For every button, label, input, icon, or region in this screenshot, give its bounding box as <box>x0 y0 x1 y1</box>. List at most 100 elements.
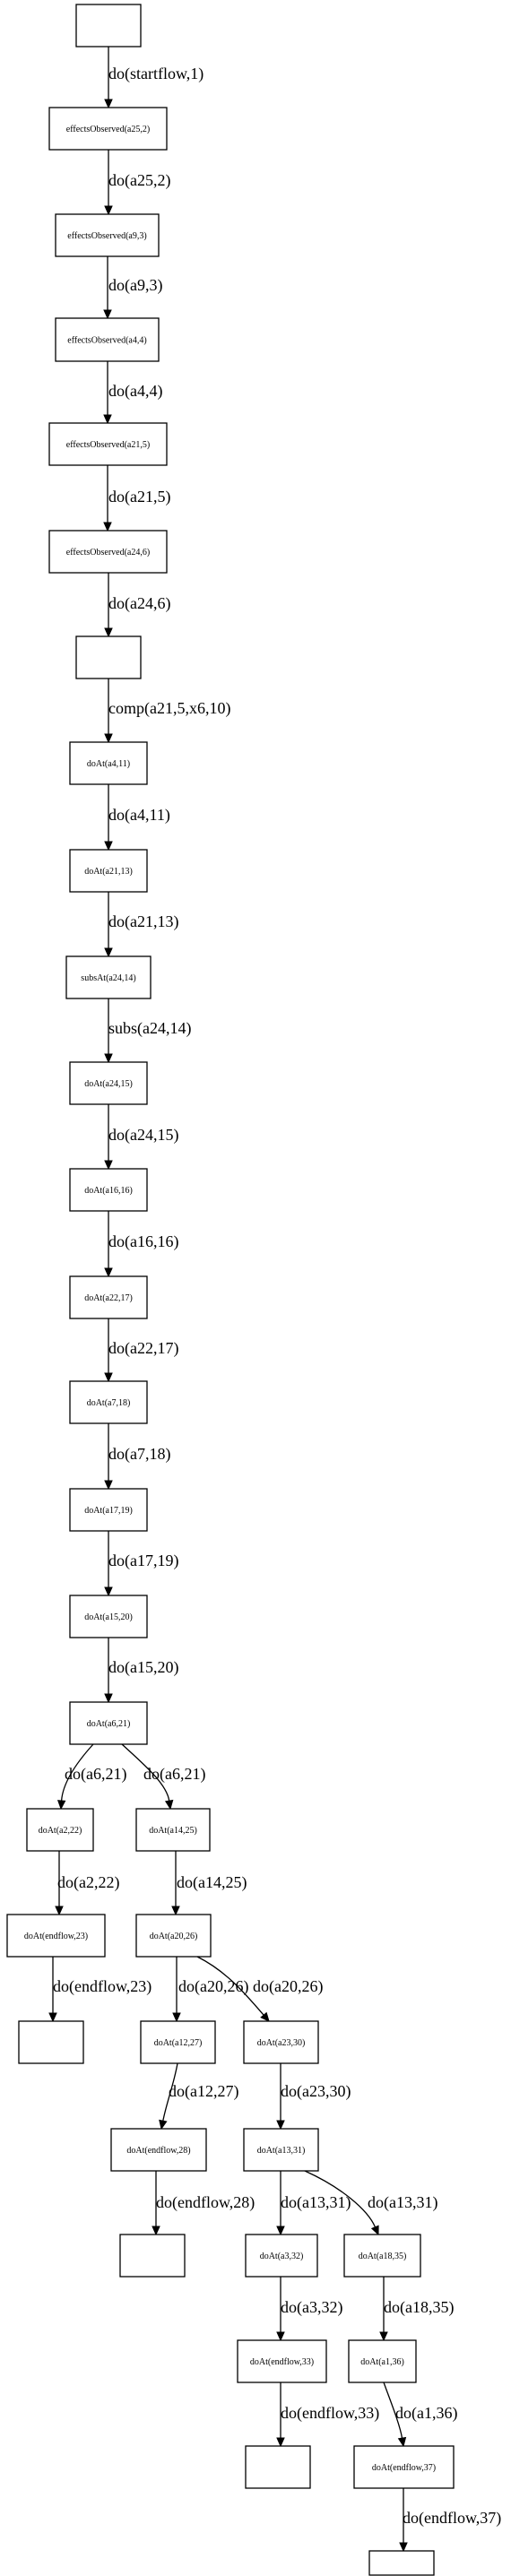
node-label: doAt(a4,11) <box>87 759 130 769</box>
edge-label: do(endflow,28) <box>156 2193 255 2212</box>
edge-label: do(a4,4) <box>108 382 162 401</box>
edge-line <box>196 1956 264 2016</box>
node-box <box>368 2550 435 2576</box>
edge-n19-n21: do(endflow,23) <box>48 1957 152 2023</box>
arrowhead-icon <box>379 2331 388 2342</box>
node-box <box>243 2020 319 2064</box>
arrowhead-icon <box>276 2437 285 2448</box>
node-n30: doAt(a1,36) <box>348 2339 417 2383</box>
edge-n2-n3: do(a9,3) <box>103 256 162 320</box>
node-label: doAt(a24,15) <box>84 1079 133 1089</box>
node-label: doAt(endflow,33) <box>250 2357 314 2367</box>
node-box <box>245 2445 311 2489</box>
arrowhead-icon <box>56 1800 66 1811</box>
edge-label: do(a2,22) <box>57 1873 119 1892</box>
node-label: doAt(a18,35) <box>359 2252 407 2261</box>
node-label: doAt(endflow,37) <box>372 2463 436 2473</box>
node-label: effectsObserved(a4,4) <box>67 335 146 345</box>
edge-n14-n15: do(a17,19) <box>104 1531 178 1597</box>
edge-n15-n16: do(a15,20) <box>104 1638 178 1704</box>
node-box <box>135 1914 212 1958</box>
edge-n24-n26: do(endflow,28) <box>152 2171 255 2236</box>
node-n15: doAt(a15,20) <box>69 1595 148 1638</box>
edge-label: do(a21,5) <box>108 488 170 506</box>
edge-label: do(a17,19) <box>108 1552 178 1570</box>
node-n5: effectsObserved(a24,6) <box>48 530 168 574</box>
node-n28: doAt(a18,35) <box>343 2234 421 2278</box>
arrowhead-icon <box>103 414 112 425</box>
node-n19: doAt(endflow,23) <box>6 1914 106 1958</box>
arrowhead-icon <box>104 627 113 638</box>
node-n9: subsAt(a24,14) <box>65 955 152 999</box>
node-label: doAt(a3,32) <box>260 2252 304 2261</box>
node-box <box>348 2339 417 2383</box>
edge-n9-n10: subs(a24,14) <box>104 998 192 1064</box>
node-label: subsAt(a24,14) <box>81 973 135 983</box>
edge-label: do(startflow,1) <box>108 65 204 83</box>
edge-label: do(a4,11) <box>108 806 170 825</box>
edge-line <box>162 2062 178 2122</box>
node-n10: doAt(a24,15) <box>69 1061 148 1105</box>
edge-label: subs(a24,14) <box>108 1019 192 1038</box>
node-n8: doAt(a21,13) <box>69 849 148 893</box>
node-n33 <box>368 2550 435 2576</box>
node-n32: doAt(endflow,37) <box>353 2445 455 2489</box>
edge-line <box>121 1743 170 1802</box>
node-box <box>69 741 148 785</box>
arrowhead-icon <box>164 1799 174 1811</box>
edges-layer: do(startflow,1)do(a25,2)do(a9,3)do(a4,4)… <box>48 47 501 2553</box>
edge-n20-n22: do(a20,26) <box>172 1957 248 2023</box>
node-box <box>48 530 168 574</box>
node-box <box>69 1275 148 1319</box>
node-n14: doAt(a17,19) <box>69 1488 148 1532</box>
edge-n29-n31: do(endflow,33) <box>276 2382 379 2448</box>
edge-label: do(a3,32) <box>281 2298 342 2317</box>
node-n18: doAt(a14,25) <box>135 1808 211 1852</box>
edge-label: do(endflow,23) <box>53 1977 152 1996</box>
arrowhead-icon <box>171 1906 180 1916</box>
edge-n27-n29: do(a3,32) <box>276 2277 342 2342</box>
edge-n30-n32: do(a1,36) <box>383 2382 457 2448</box>
node-n29: doAt(endflow,33) <box>237 2339 327 2383</box>
arrowhead-icon <box>103 522 112 532</box>
edge-label: do(a13,31) <box>368 2193 437 2212</box>
node-n23: doAt(a23,30) <box>243 2020 319 2064</box>
node-box <box>245 2234 318 2278</box>
arrowhead-icon <box>104 1267 113 1278</box>
arrowhead-icon <box>159 2119 168 2131</box>
edge-label: do(a20,26) <box>178 1977 248 1996</box>
edge-n20-n23: do(a20,26) <box>196 1956 323 2022</box>
node-label: effectsObserved(a21,5) <box>66 440 150 450</box>
arrowhead-icon <box>276 2331 285 2342</box>
node-box <box>69 849 148 893</box>
node-n22: doAt(a12,27) <box>140 2020 216 2064</box>
node-box <box>75 4 142 48</box>
node-n25: doAt(a13,31) <box>243 2128 319 2172</box>
edge-label: do(a16,16) <box>108 1232 178 1251</box>
edge-n8-n9: do(a21,13) <box>104 892 178 958</box>
node-n3: effectsObserved(a4,4) <box>55 317 160 362</box>
edge-label: do(a7,18) <box>108 1445 170 1464</box>
node-label: doAt(a7,18) <box>87 1398 131 1408</box>
edge-line <box>383 2382 403 2439</box>
edge-n32-n33: do(endflow,37) <box>399 2488 501 2553</box>
edge-label: do(a13,31) <box>281 2193 351 2212</box>
edge-n28-n30: do(a18,35) <box>379 2277 454 2342</box>
node-box <box>6 1914 106 1958</box>
node-n20: doAt(a20,26) <box>135 1914 212 1958</box>
arrowhead-icon <box>276 2226 285 2236</box>
edge-label: do(a24,6) <box>108 594 170 613</box>
node-n13: doAt(a7,18) <box>69 1380 148 1424</box>
arrowhead-icon <box>172 2012 181 2023</box>
node-n0 <box>75 4 142 48</box>
edge-line <box>304 2170 377 2227</box>
node-box <box>55 317 160 362</box>
arrowhead-icon <box>152 2226 160 2236</box>
edge-label: do(a1,36) <box>395 2404 457 2423</box>
edge-label: do(endflow,33) <box>281 2404 379 2423</box>
arrowhead-icon <box>104 947 113 958</box>
edge-label: do(a15,20) <box>108 1658 178 1677</box>
node-box <box>18 2020 84 2064</box>
edge-label: do(endflow,37) <box>403 2509 501 2528</box>
edge-line <box>60 1743 94 1802</box>
